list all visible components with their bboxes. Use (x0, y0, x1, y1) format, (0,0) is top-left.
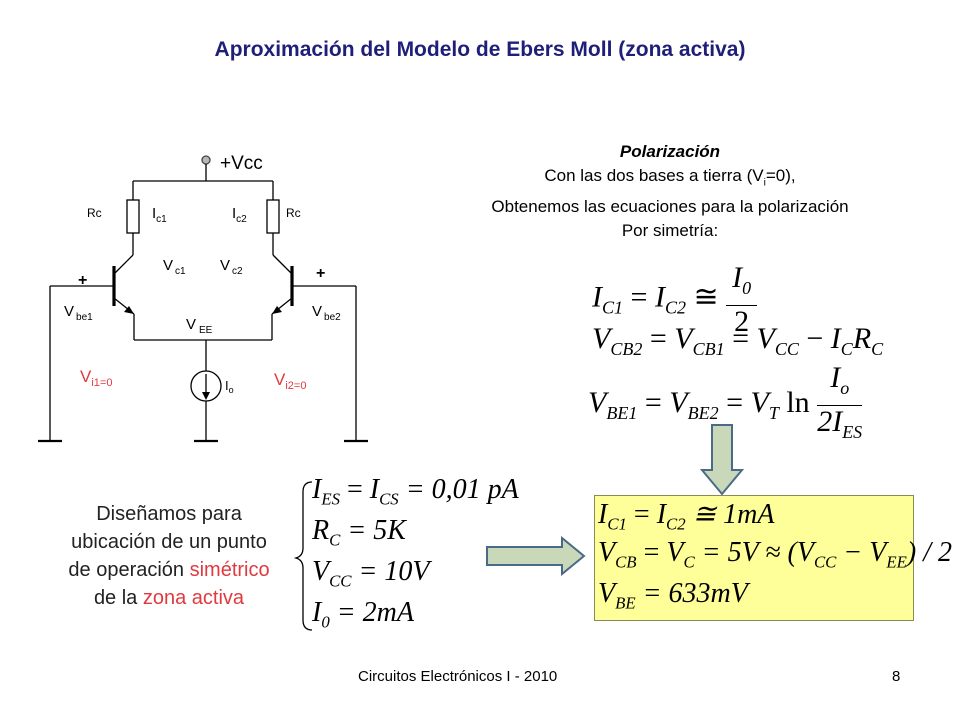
rc-left-resistor (126, 199, 140, 234)
down-arrow (699, 424, 745, 496)
result-collector-voltage: VCB = VC = 5V ≈ (VCC − VEE) / 2 (598, 537, 952, 572)
design-equation-vcc: VCC = 10V (312, 556, 430, 591)
design-equation-io: I0 = 2mA (312, 597, 414, 632)
design-equation-rc: RC = 5K (312, 515, 406, 550)
right-arrow (486, 535, 586, 577)
polarization-text: Polarización Con las dos bases a tierra … (420, 140, 920, 243)
rc-right-resistor (266, 199, 280, 234)
slide-title: Aproximación del Modelo de Ebers Moll (z… (214, 38, 746, 61)
result-base-emitter-voltage: VBE = 633mV (598, 578, 748, 613)
polarization-line-1: Con las dos bases a tierra (Vi=0), (544, 166, 796, 189)
footer-page-number: 8 (892, 668, 901, 685)
plus-right: + (316, 265, 325, 282)
rc-right-label: Rc (286, 206, 301, 220)
current-source-io (190, 370, 222, 402)
ic1-label: Ic1 (152, 205, 167, 225)
rc-left-label: Rc (87, 206, 102, 220)
system-brace (293, 481, 313, 631)
transistor-q1 (49, 266, 135, 441)
equation-collector-base-voltage: VCB2 = VCB1 = VCC − ICRC (592, 322, 884, 359)
polarization-line-3: Por simetría: (621, 221, 719, 241)
result-collector-current: IC1 = IC2 ≅ 1mA (598, 499, 775, 534)
io-label: Io (225, 378, 234, 395)
vi1-label: Vi1=0 (80, 367, 112, 389)
transistor-q2 (271, 266, 357, 441)
plus-left: + (78, 272, 87, 289)
result-box (594, 495, 914, 621)
vi2-label: Vi2=0 (274, 370, 306, 392)
vcc-label: +Vcc (220, 153, 263, 174)
vcc-terminal (201, 155, 211, 165)
ic2-label: Ic2 (232, 205, 247, 225)
design-equation-saturation-current: IES = ICS = 0,01 pA (312, 474, 519, 509)
polarization-line-2: Obtenemos las ecuaciones para la polariz… (491, 197, 849, 217)
footer-course: Circuitos Electrónicos I - 2010 (358, 668, 558, 685)
polarization-heading: Polarización (619, 142, 721, 161)
design-statement: Diseñamos para ubicación de un punto de … (68, 503, 270, 609)
